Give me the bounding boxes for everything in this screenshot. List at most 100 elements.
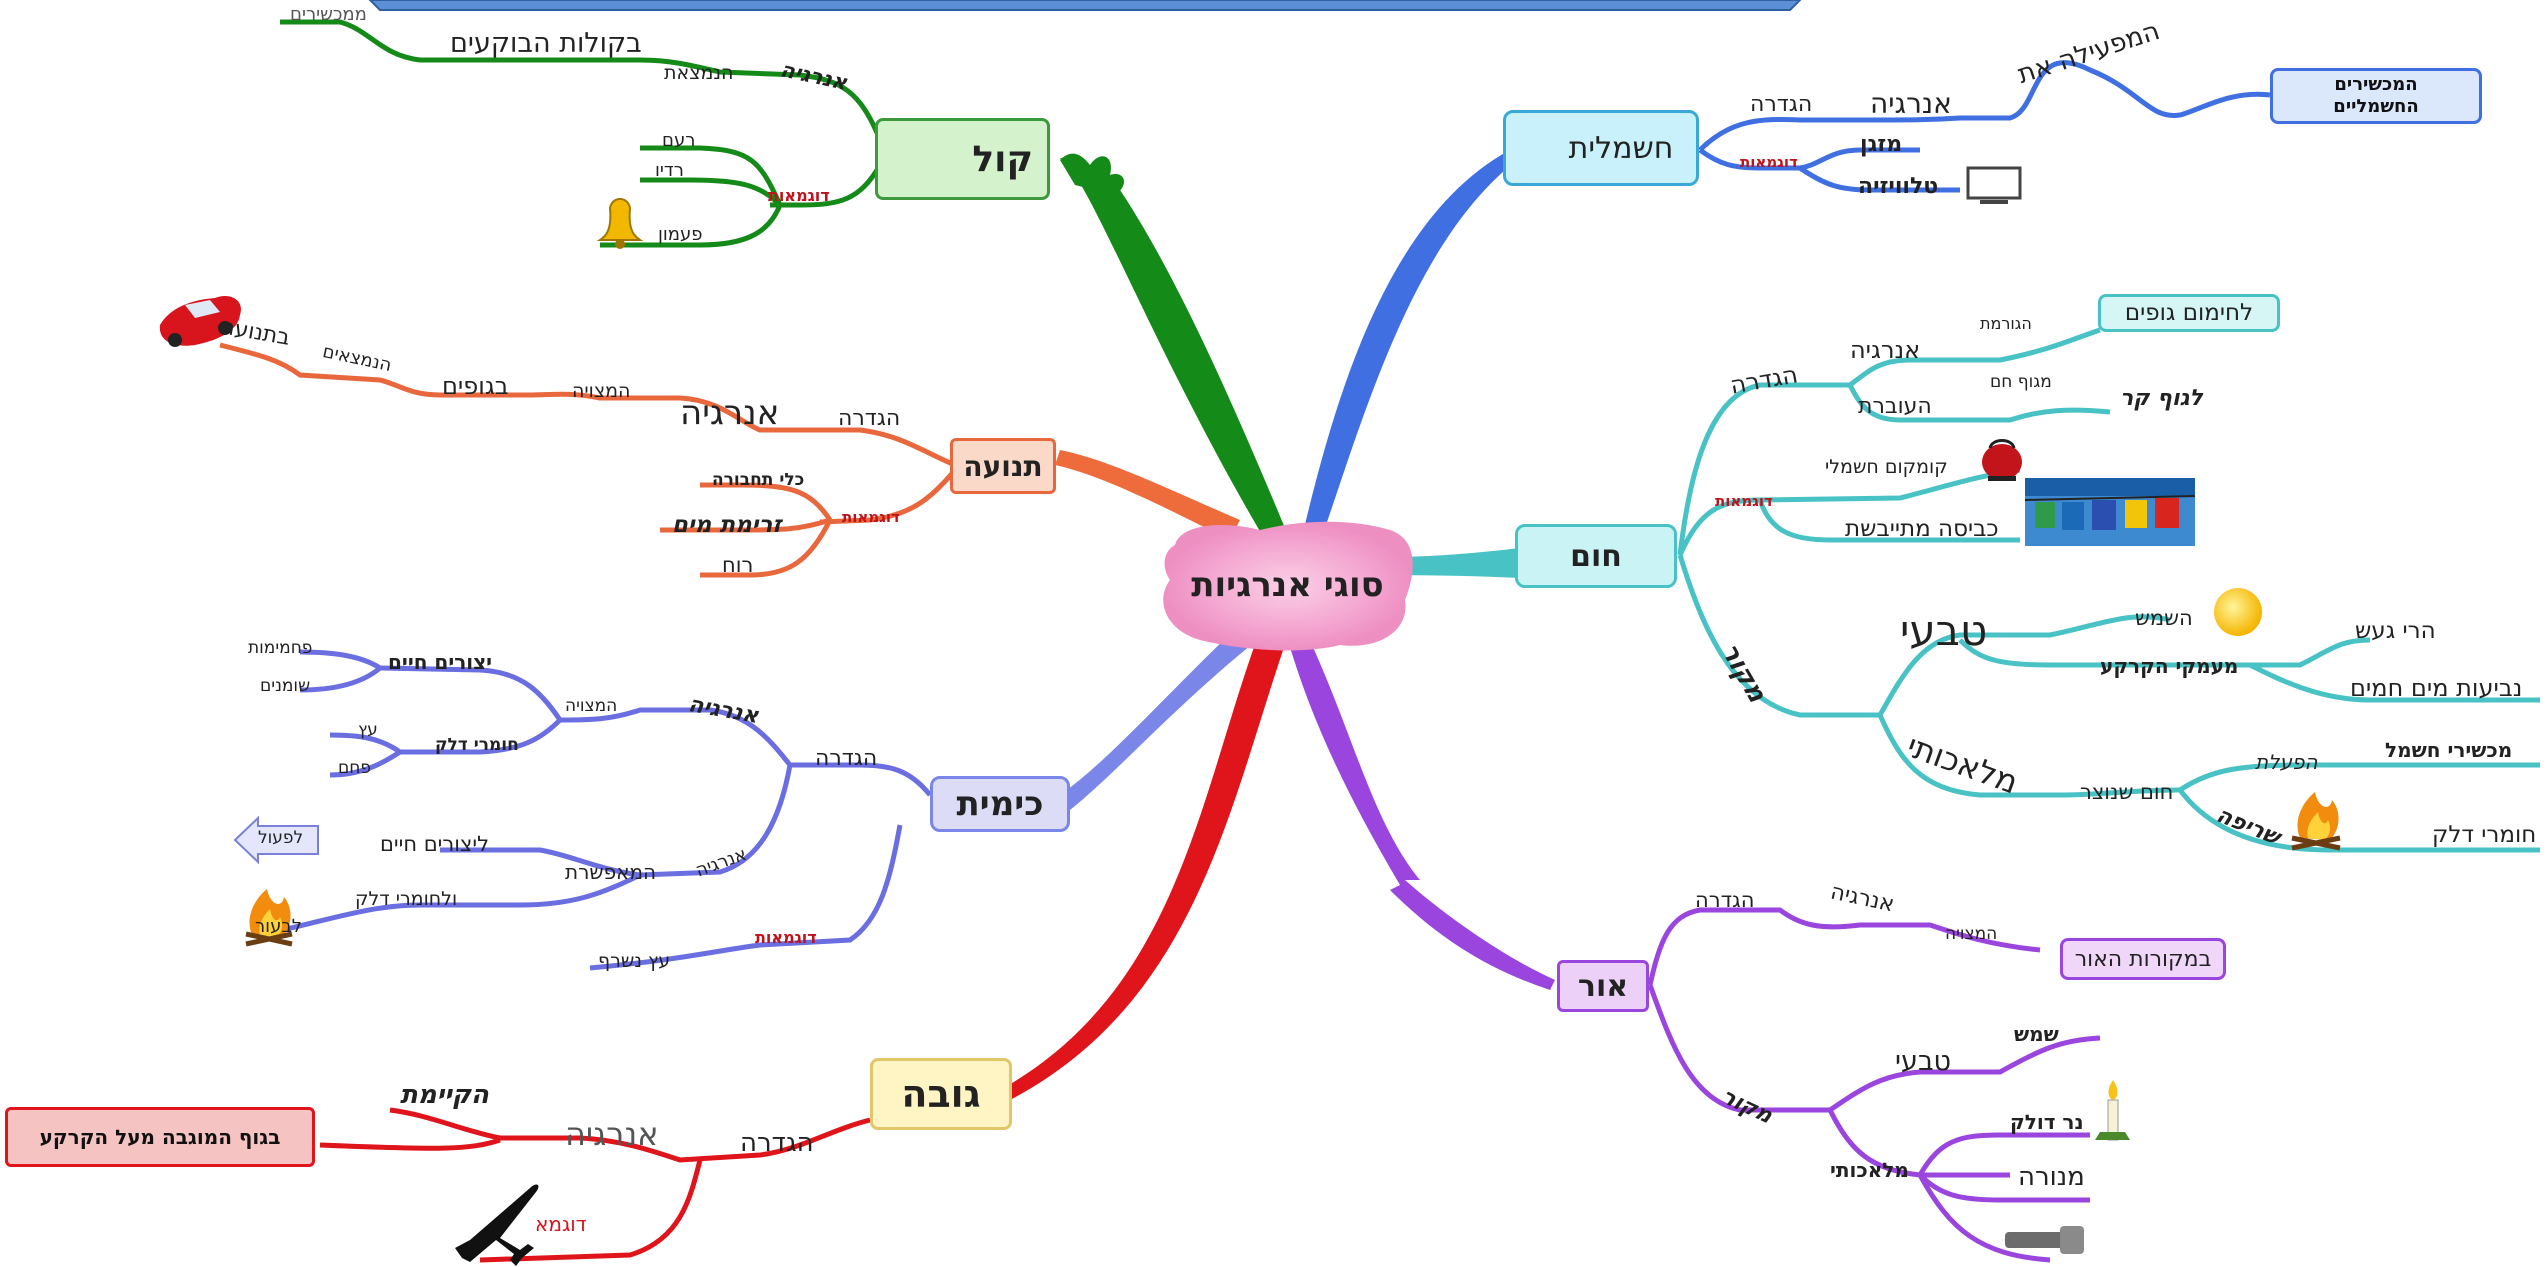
electric-examples: דוגמאות (1740, 153, 1798, 171)
arrow-left-icon (233, 815, 319, 865)
heat-line-springs (2248, 662, 2540, 703)
heat-produced: חום שנוצר (2080, 780, 2174, 804)
electric-line-def (1698, 60, 2271, 152)
branch-electric (1300, 150, 1520, 548)
node-electric-label: חשמלית (1568, 130, 1674, 166)
sound-line-bell (600, 204, 783, 248)
chem-line-def (559, 707, 932, 797)
heat-from-hot: מגוף חם (1990, 372, 2052, 392)
chem-coal: פחם (338, 758, 372, 778)
chem-to-burn: לבעור (255, 916, 302, 937)
light-line-def (1647, 907, 2041, 986)
motion-definition: הגדרה (838, 406, 901, 431)
chem-line-enables (440, 764, 793, 878)
car-icon (159, 295, 241, 347)
heat-line-transfer (1847, 383, 2111, 423)
heat-sun: השמש (2135, 606, 2193, 630)
chem-and-fuels: ולחומרי דלק (355, 888, 458, 910)
sound-examples: דוגמאות (768, 186, 830, 205)
chem-to-work: לפעול (258, 828, 304, 848)
chem-line-fats (299, 666, 382, 693)
height-raised-box[interactable]: בגוף המוגבה מעל הקרקע (5, 1107, 315, 1167)
chem-examples: דוגמאות (755, 928, 817, 947)
node-height[interactable]: גובה (870, 1058, 1012, 1130)
electric-definition: הגדרה (1750, 92, 1813, 117)
flashlight-icon (2005, 1226, 2084, 1254)
chem-wood: עץ (358, 720, 378, 740)
chem-line-fuels (400, 718, 562, 755)
heat-warming-label: לחימום גופים (2124, 300, 2254, 326)
airplane-icon (455, 1184, 539, 1266)
sound-thunder: רעם (662, 130, 696, 151)
chem-living-to: ליצורים חיים (380, 832, 490, 856)
light-line-lamp (1918, 1173, 2090, 1203)
motion-vehicles: כלי תחבורה (712, 470, 805, 490)
chem-found: המצויה (565, 696, 618, 716)
node-chemical[interactable]: כימית (930, 776, 1070, 832)
chem-carbs: פחמימות (248, 638, 313, 658)
light-sun: שמש (2014, 1022, 2059, 1046)
heat-earth-depths: מעמקי הקרקע (2100, 654, 2239, 678)
heat-fuels: חומרי דלק (2432, 822, 2537, 848)
center-blob (1163, 521, 1413, 651)
light-line-flashlight (1917, 1173, 2051, 1263)
motion-bodies: בגופים (442, 372, 509, 400)
heat-volcanoes: הרי געש (2355, 618, 2436, 644)
node-sound-label: קול (972, 138, 1033, 180)
node-sound[interactable]: קול (875, 118, 1050, 200)
chem-line-carbs (299, 649, 382, 671)
height-raised-label: בגוף המוגבה מעל הקרקע (39, 1125, 281, 1149)
motion-line-examples (819, 468, 957, 525)
sound-line-thunder (640, 145, 783, 207)
height-line-example (479, 1159, 703, 1263)
chem-line-examples (589, 824, 903, 971)
sound-in-waves: בקולות הבוקעים (450, 28, 642, 59)
node-motion[interactable]: תנועה (950, 438, 1056, 494)
heat-examples: דוגמאות (1715, 492, 1773, 510)
light-line-artificial (1827, 1108, 2010, 1178)
light-natural: טבעי (1895, 1046, 1952, 1077)
node-motion-label: תנועה (963, 449, 1043, 483)
campfire-icon-2 (245, 889, 293, 947)
heat-line-burning (2178, 788, 2540, 853)
sound-splash (1060, 153, 1125, 195)
light-sources-box[interactable]: במקורות האור (2060, 938, 2226, 980)
sound-line-examples (770, 163, 883, 208)
motion-line-water (660, 517, 831, 533)
node-chemical-label: כימית (956, 784, 1044, 824)
electric-devices-box[interactable]: המכשירים החשמליים (2270, 68, 2482, 124)
node-light[interactable]: אור (1557, 960, 1649, 1012)
light-sources-label: במקורות האור (2074, 946, 2212, 972)
chem-line-wood (329, 732, 402, 755)
light-lamp: מנורה (2018, 1162, 2085, 1192)
height-energy: אנרגיה (565, 1115, 659, 1153)
heat-kettle: קומקום חשמלי (1825, 456, 1948, 478)
chem-definition: הגדרה (815, 746, 878, 771)
heat-electric-appliances: מכשירי חשמל (2385, 738, 2513, 762)
chem-fats: שומנים (260, 676, 311, 696)
node-electric[interactable]: חשמלית (1503, 110, 1699, 186)
laundry-picture (2024, 478, 2196, 546)
motion-line-vehicles (700, 482, 833, 522)
kettle-icon (1982, 439, 2022, 481)
heat-line-examples (1677, 467, 2021, 557)
heat-line-source (1677, 554, 2171, 718)
electric-ac: מזגן (1860, 132, 1903, 157)
sound-line-radio (640, 177, 782, 207)
heat-laundry: כביסה מתייבשת (1845, 516, 1999, 542)
bell-icon (596, 198, 644, 249)
heat-warming-box[interactable]: לחימום גופים (2098, 294, 2280, 332)
chem-burning-wood: עץ נשרף (598, 950, 671, 972)
campfire-icon (2291, 792, 2341, 851)
electric-tv: טלוויזיה (1858, 174, 1939, 199)
height-example: דוגמא (535, 1212, 587, 1236)
branch-chemical (1060, 615, 1270, 810)
center-title: סוגי אנרגיות (1191, 565, 1384, 605)
light-line-source (1647, 984, 2101, 1113)
height-line-raised (319, 1137, 501, 1151)
node-heat[interactable]: חום (1515, 524, 1677, 588)
motion-examples: דוגמאות (842, 508, 900, 526)
branch-motion (1055, 450, 1240, 540)
motion-energy: אנרגיה (680, 393, 780, 433)
